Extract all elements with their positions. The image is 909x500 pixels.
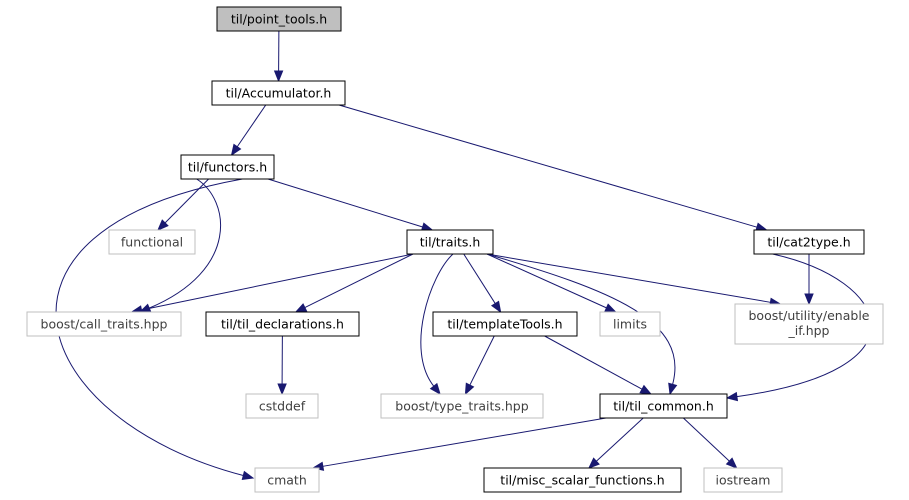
edge-template_tools-to-type_traits [464,335,495,396]
node-traits[interactable]: til/traits.h [406,229,494,255]
node-accumulator[interactable]: til/Accumulator.h [211,80,346,106]
edge-til_common-to-cmath [311,417,607,471]
node-box [483,467,682,493]
edge-template_tools-to-til_common [544,335,653,395]
node-cstddef: cstddef [245,393,319,419]
edge-til_declarations-to-cstddef [277,335,287,396]
node-label-line2: _if.hpp [788,323,830,338]
node-box [26,311,182,337]
node-label: limits [613,317,647,332]
node-label: til/til_declarations.h [221,317,344,332]
edge-traits-to-til_declarations [294,253,414,313]
node-box [380,393,544,419]
edge-traits-to-template_tools [463,253,502,314]
edge-accumulator-to-functors [230,104,267,157]
node-call-traits: boost/call_traits.hpp [26,311,182,337]
node-functors[interactable]: til/functors.h [180,154,275,180]
edge-til_common-to-misc_scalar [587,417,644,469]
node-box [703,467,783,493]
node-label: til/templateTools.h [447,317,562,332]
node-box [406,229,494,255]
node-label: cstddef [259,399,306,414]
node-label: boost/utility/enable [749,308,870,323]
node-cmath: cmath [254,467,320,493]
node-label: til/point_tools.h [231,12,327,27]
node-iostream: iostream [703,467,783,493]
edge-accumulator-to-cat2type [338,104,768,232]
edge-point_tools-to-accumulator [273,30,284,83]
node-template-tools[interactable]: til/templateTools.h [432,311,578,337]
edge-traits-to-limits [486,253,617,313]
node-label: til/Accumulator.h [226,86,332,101]
node-box [245,393,319,419]
node-label: cmath [267,473,307,488]
node-box [254,467,320,493]
node-label: til/til_common.h [613,399,714,414]
edge-traits-to-type_traits [420,253,454,396]
edge-functors-to-traits [267,178,434,232]
node-label: boost/call_traits.hpp [41,317,168,332]
node-box [753,229,865,255]
node-limits: limits [599,311,661,337]
node-label: til/traits.h [420,235,481,250]
node-label: boost/type_traits.hpp [395,399,528,414]
edge-functors-to-functional [157,178,209,231]
node-box [734,303,884,345]
node-box [599,393,728,419]
node-box [205,311,360,337]
node-cat2type[interactable]: til/cat2type.h [753,229,865,255]
node-point-tools[interactable]: til/point_tools.h [216,6,342,32]
node-til-common[interactable]: til/til_common.h [599,393,728,419]
node-label: til/cat2type.h [767,235,850,250]
node-box [180,154,275,180]
node-label: til/functors.h [188,160,267,175]
node-label: til/misc_scalar_functions.h [500,473,664,488]
node-type-traits: boost/type_traits.hpp [380,393,544,419]
edge-traits-to-enable_if [486,253,782,307]
node-box [216,6,342,32]
edge-traits-to-call_traits [130,253,414,315]
node-enable-if: boost/utility/enable_if.hpp [734,303,884,345]
edge-cat2type-to-enable_if [804,254,814,306]
node-functional: functional [108,229,196,255]
edge-traits-to-til_common [486,253,678,396]
node-box [108,229,196,255]
nodes-layer: til/point_tools.h til/Accumulator.h til/fu… [26,6,884,493]
node-box [211,80,346,106]
edge-til_common-to-iostream [683,417,738,469]
edges-layer [55,30,872,480]
node-label: functional [121,235,183,250]
node-til-declarations[interactable]: til/til_declarations.h [205,311,360,337]
node-label: iostream [716,473,771,488]
node-box [432,311,578,337]
node-misc-scalar[interactable]: til/misc_scalar_functions.h [483,467,682,493]
node-box [599,311,661,337]
